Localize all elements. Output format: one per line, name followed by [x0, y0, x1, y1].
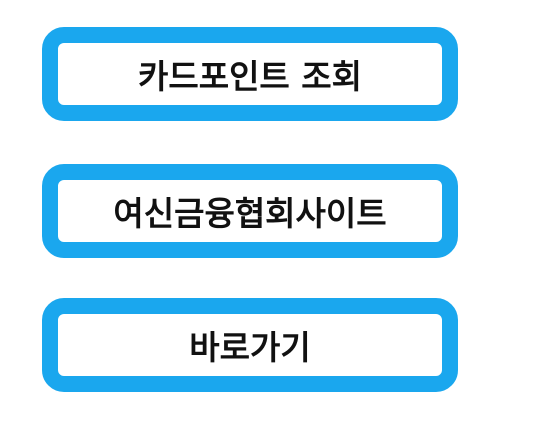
credit-finance-association-site-label: 여신금융협회사이트	[113, 194, 387, 233]
go-shortcut-button[interactable]: 바로가기	[42, 298, 458, 392]
credit-finance-association-site-button[interactable]: 여신금융협회사이트	[42, 164, 458, 258]
go-shortcut-label: 바로가기	[189, 328, 311, 367]
card-point-lookup-button[interactable]: 카드포인트 조회	[42, 27, 458, 121]
card-point-lookup-label: 카드포인트 조회	[137, 57, 362, 96]
